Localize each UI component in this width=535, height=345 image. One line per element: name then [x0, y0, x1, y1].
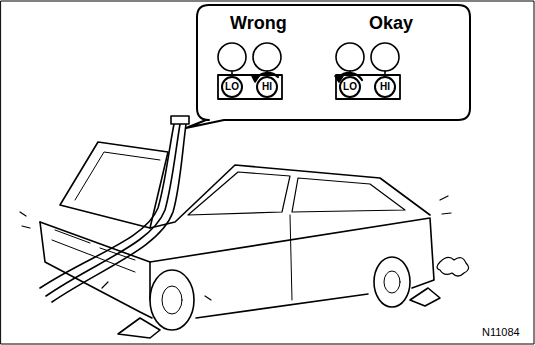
exhaust-puff [437, 257, 469, 276]
coupler [171, 116, 189, 124]
headlights [55, 230, 135, 260]
front-wheel [150, 270, 194, 330]
rear-wheel [374, 257, 410, 307]
callout-heading: Okay [369, 13, 413, 34]
valve-label: HI [380, 82, 390, 92]
hose [40, 124, 174, 288]
valve-knob: HI [256, 76, 278, 98]
hub [162, 286, 182, 314]
valve-label: LO [225, 82, 239, 92]
callout-box: Wrong OkayLO HI LO HI [197, 5, 470, 120]
gauge [336, 43, 364, 71]
side-window [292, 178, 405, 212]
wheel-chock [118, 318, 160, 338]
figure-number: N11084 [482, 326, 520, 338]
vibration-marks [20, 196, 451, 300]
front-face [40, 222, 150, 300]
hub [384, 271, 400, 293]
manifold-body [336, 75, 400, 99]
valve-label: HI [262, 82, 272, 92]
windshield [188, 172, 290, 215]
manifold-body [218, 75, 282, 99]
callout-outline [186, 5, 470, 128]
valve-label: LO [343, 82, 357, 92]
gauge [218, 43, 246, 71]
wheel-chock [410, 288, 440, 306]
gauge [253, 43, 281, 71]
gauge [371, 43, 399, 71]
callout-heading: Wrong [230, 13, 287, 34]
hood-edge [75, 152, 160, 200]
door-line [290, 215, 292, 300]
front-bumper [40, 222, 152, 318]
valve-knob: HI [374, 76, 396, 98]
valve-knob: LO [221, 76, 243, 98]
hose [46, 124, 180, 296]
valve-knob: LO [339, 76, 361, 98]
open-hood [60, 142, 168, 228]
sill [196, 294, 368, 318]
